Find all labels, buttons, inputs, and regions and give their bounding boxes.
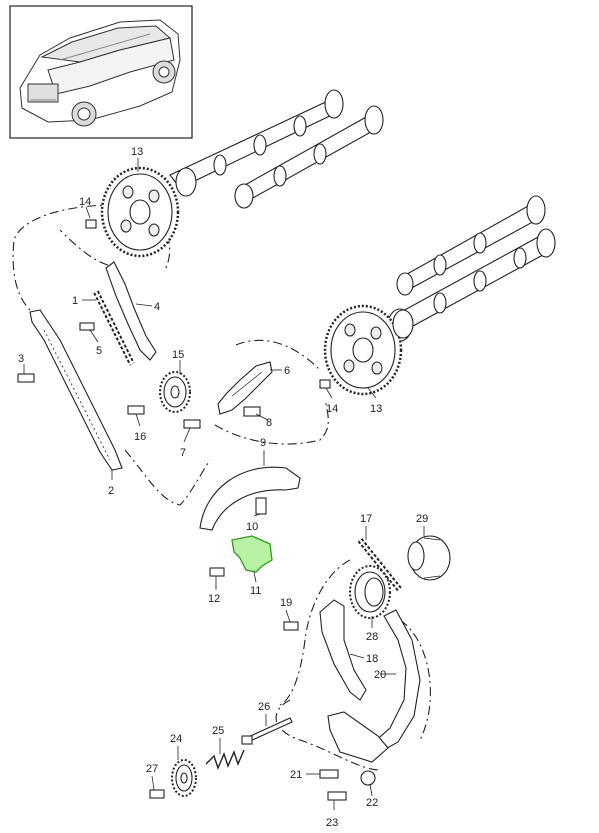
vehicle-illustration-icon — [19, 19, 181, 127]
label-4: 4 — [154, 301, 160, 313]
bolt-27 — [149, 789, 165, 799]
camshaft-sprocket-top — [100, 166, 180, 258]
sleeve-22 — [360, 770, 376, 786]
label-8: 8 — [266, 417, 272, 429]
bolt-19 — [283, 621, 299, 631]
bolt-7 — [183, 419, 201, 429]
label-6: 6 — [284, 365, 290, 377]
label-11: 11 — [250, 585, 261, 597]
bolt-23 — [327, 791, 347, 801]
label-24: 24 — [170, 733, 182, 745]
bolt-14-top — [85, 219, 97, 229]
intermediate-sprocket-15 — [159, 371, 191, 413]
label-26: 26 — [258, 701, 270, 713]
crank-sprocket-28 — [349, 565, 391, 619]
label-9: 9 — [260, 437, 266, 449]
timing-chain-17 — [357, 538, 403, 592]
label-29: 29 — [416, 513, 428, 525]
label-14-bottom: 14 — [326, 403, 338, 415]
camshaft-hub-bottom — [392, 309, 414, 339]
label-27: 27 — [146, 763, 158, 775]
vehicle-thumbnail — [9, 5, 193, 139]
label-1: 1 — [72, 295, 78, 307]
spring-25 — [205, 749, 245, 770]
camshaft-sprocket-bottom — [323, 304, 403, 396]
label-13-bottom: 13 — [370, 403, 382, 415]
bolt-8 — [243, 406, 261, 417]
label-19: 19 — [280, 597, 292, 609]
guide-rail-4 — [105, 261, 157, 361]
lower-chain-path — [275, 559, 431, 771]
label-20: 20 — [374, 669, 386, 681]
bolt-3 — [17, 373, 35, 383]
chain-guide-6 — [217, 361, 273, 415]
tensioner-rail-20 — [371, 609, 421, 753]
label-23: 23 — [326, 817, 338, 829]
timing-chain-1 — [93, 290, 135, 366]
label-18: 18 — [366, 653, 378, 665]
label-12: 12 — [208, 593, 220, 605]
bolt-21 — [319, 769, 339, 779]
label-5: 5 — [96, 345, 102, 357]
label-25: 25 — [212, 725, 224, 737]
label-17: 17 — [360, 513, 372, 525]
label-14-top: 14 — [79, 196, 91, 208]
guide-rail-18 — [319, 599, 367, 701]
camshaft-upper-1 — [169, 89, 344, 197]
label-2: 2 — [108, 485, 114, 497]
slide-rail-9 — [199, 466, 301, 531]
label-15: 15 — [172, 349, 184, 361]
bolt-12 — [209, 567, 225, 577]
tensioner-rail-2 — [29, 309, 123, 471]
chain-tensioner-housing — [327, 711, 389, 763]
camshaft-upper-2 — [234, 105, 384, 209]
label-10: 10 — [246, 521, 258, 533]
leader-lines — [23, 158, 425, 810]
callout-labels: 13 14 1 4 5 3 15 6 16 8 7 2 14 13 9 10 1… — [18, 146, 428, 829]
label-21: 21 — [290, 769, 302, 781]
pin-26 — [241, 717, 293, 745]
drive-gear-29 — [407, 535, 451, 581]
label-3: 3 — [18, 353, 24, 365]
label-13-top: 13 — [131, 146, 143, 158]
label-28: 28 — [366, 631, 378, 643]
bolt-16 — [127, 405, 145, 415]
camshaft-lower-1 — [396, 195, 546, 296]
bolt-5 — [79, 322, 95, 331]
label-22: 22 — [366, 797, 378, 809]
bolt-10 — [255, 497, 267, 515]
bolt-14-bottom — [319, 379, 331, 389]
sprocket-24 — [171, 759, 197, 797]
label-7: 7 — [180, 447, 186, 459]
label-16: 16 — [134, 431, 146, 443]
bracket-11-highlighted — [231, 535, 273, 573]
